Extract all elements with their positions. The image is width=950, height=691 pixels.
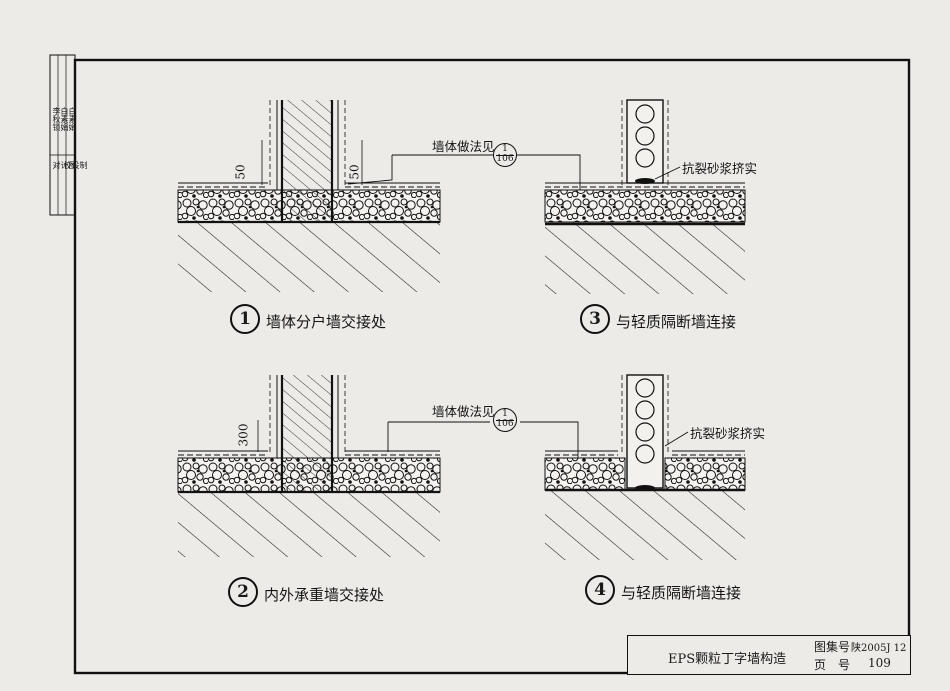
ref-symbol-bottom: 1 106 [493,408,517,432]
detail-4-number: 4 [585,575,615,605]
title-block: EPS颗粒丁字墙构造 图集号 陕2005J 12 页 号 109 [627,635,911,675]
ref-divider [496,154,514,156]
detail-1-number: 1 [230,304,260,334]
detail-3-number: 3 [580,304,610,334]
ref-divider [496,419,514,421]
ref-bottom-number: 1 [502,409,508,419]
ref-top-number: 1 [502,144,508,154]
stamp-name-2: 白素娟 [60,107,69,131]
detail-2-drawing [177,375,579,557]
drawing-title: EPS颗粒丁字墙构造 [668,652,787,667]
ref-symbol-top: 1 106 [493,143,517,167]
dim-50-right: 50 [347,164,362,180]
wall-ref-label-bottom: 墙体做法见 [432,404,495,419]
dim-300: 300 [236,423,251,447]
detail-4-caption: 与轻质隔断墙连接 [621,584,742,602]
page-value: 109 [868,656,891,670]
detail-3-drawing [544,99,746,294]
atlas-label: 图集号 [814,640,851,654]
ref-bottom-page: 106 [496,419,514,429]
stamp-name-1: 李秋锁 [52,107,61,131]
detail-2-caption: 内外承重墙交接处 [264,586,385,604]
wall-ref-label-top: 墙体做法见 [432,139,495,154]
dim-50-left: 50 [233,164,248,180]
detail-2-number: 2 [228,577,258,607]
page-label: 页 号 [814,658,851,672]
stamp-role-3: 制图 [68,161,88,169]
stamp-role-1: 校对 [52,161,72,169]
detail-3-caption: 与轻质隔断墙连接 [616,313,737,331]
stamp-name-3: 白素娟 [68,107,77,131]
detail-1-drawing [177,100,581,292]
detail-1-caption: 墙体分户墙交接处 [266,313,387,331]
ref-top-page: 106 [496,154,514,164]
atlas-value: 陕2005J 12 [851,643,907,654]
detail-4-drawing [544,374,746,560]
crack-mortar-note-top: 抗裂砂浆挤实 [682,161,758,176]
stamp-role-2: 设计 [60,161,80,169]
approval-stamp: 校对 设计 制图 李秋锁 白素娟 白素娟 [50,55,88,215]
crack-mortar-note-bottom: 抗裂砂浆挤实 [690,426,766,441]
